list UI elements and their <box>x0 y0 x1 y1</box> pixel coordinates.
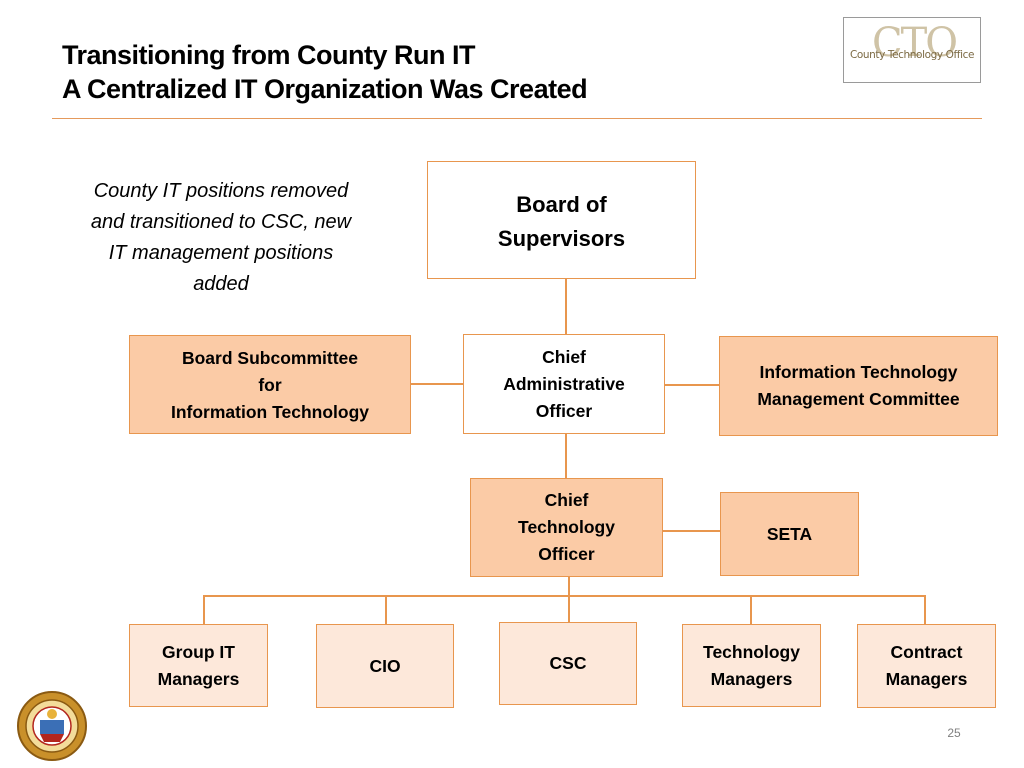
connector-drop-contract-managers <box>924 595 926 624</box>
page-number: 25 <box>947 726 961 740</box>
it-management-committee-box: Information Technology Management Commit… <box>719 336 998 436</box>
box-label: Contract <box>890 642 963 662</box>
connector-cao-itmc <box>664 384 720 386</box>
slide-title-line-2: A Centralized IT Organization Was Create… <box>62 74 588 104</box>
box-label: Officer <box>538 544 595 564</box>
transition-note: County IT positions removed and transiti… <box>66 176 376 300</box>
cto-logo: CTO County Technology Office <box>843 17 981 83</box>
connector-drop-group-it <box>203 595 205 624</box>
note-line: County IT positions removed <box>93 180 349 202</box>
chief-administrative-officer-box: Chief Administrative Officer <box>463 334 665 434</box>
box-label: Board Subcommittee <box>181 348 358 368</box>
box-label: Managers <box>885 669 968 689</box>
connector-cto-down <box>568 577 570 596</box>
box-label: Technology <box>518 517 615 537</box>
connector-drop-cio <box>385 595 387 624</box>
note-line: added <box>193 273 249 295</box>
board-of-supervisors-box: Board of Supervisors <box>427 161 696 279</box>
box-label: for <box>258 375 282 395</box>
csc-box: CSC <box>499 622 637 705</box>
seta-box: SETA <box>720 492 859 576</box>
box-label: Chief <box>542 346 586 367</box>
connector-subcommittee-cao <box>410 383 463 385</box>
board-subcommittee-box: Board Subcommittee for Information Techn… <box>129 335 411 434</box>
connector-drop-tech-managers <box>750 595 752 624</box>
box-label: Information Technology <box>170 402 369 422</box>
box-label: Chief <box>544 490 589 510</box>
connector-bottom-bus <box>203 595 925 597</box>
title-divider <box>52 118 982 119</box>
box-label: Technology <box>703 641 800 662</box>
box-label: Board of <box>516 192 607 217</box>
box-label: CIO <box>369 655 401 676</box>
box-label: Managers <box>157 668 240 689</box>
box-label: Administrative <box>503 373 625 394</box>
box-label: Officer <box>535 400 593 421</box>
contract-managers-box: Contract Managers <box>857 624 996 708</box>
box-label: Managers <box>710 668 793 689</box>
box-label: Supervisors <box>497 226 626 251</box>
county-seal-icon <box>17 691 87 761</box>
box-label: CSC <box>549 653 587 673</box>
cto-logo-mark: CTO <box>872 20 958 66</box>
note-line: IT management positions <box>108 242 334 264</box>
connector-cto-seta <box>662 530 721 532</box>
box-label: Group IT <box>162 641 235 662</box>
connector-drop-csc <box>568 595 570 622</box>
box-label: Management Committee <box>757 389 960 409</box>
cio-box: CIO <box>316 624 454 708</box>
note-line: and transitioned to CSC, new <box>90 211 352 233</box>
box-label: Information Technology <box>759 362 958 382</box>
connector-bos-cao <box>565 278 567 334</box>
box-label: SETA <box>766 523 813 544</box>
chief-technology-officer-box: Chief Technology Officer <box>470 478 663 577</box>
cto-logo-text: County Technology Office <box>849 49 975 61</box>
slide-title: Transitioning from County Run IT A Centr… <box>62 38 588 106</box>
slide-title-line-1: Transitioning from County Run IT <box>62 40 475 70</box>
connector-cao-cto <box>565 433 567 478</box>
group-it-managers-box: Group IT Managers <box>129 624 268 707</box>
technology-managers-box: Technology Managers <box>682 624 821 707</box>
